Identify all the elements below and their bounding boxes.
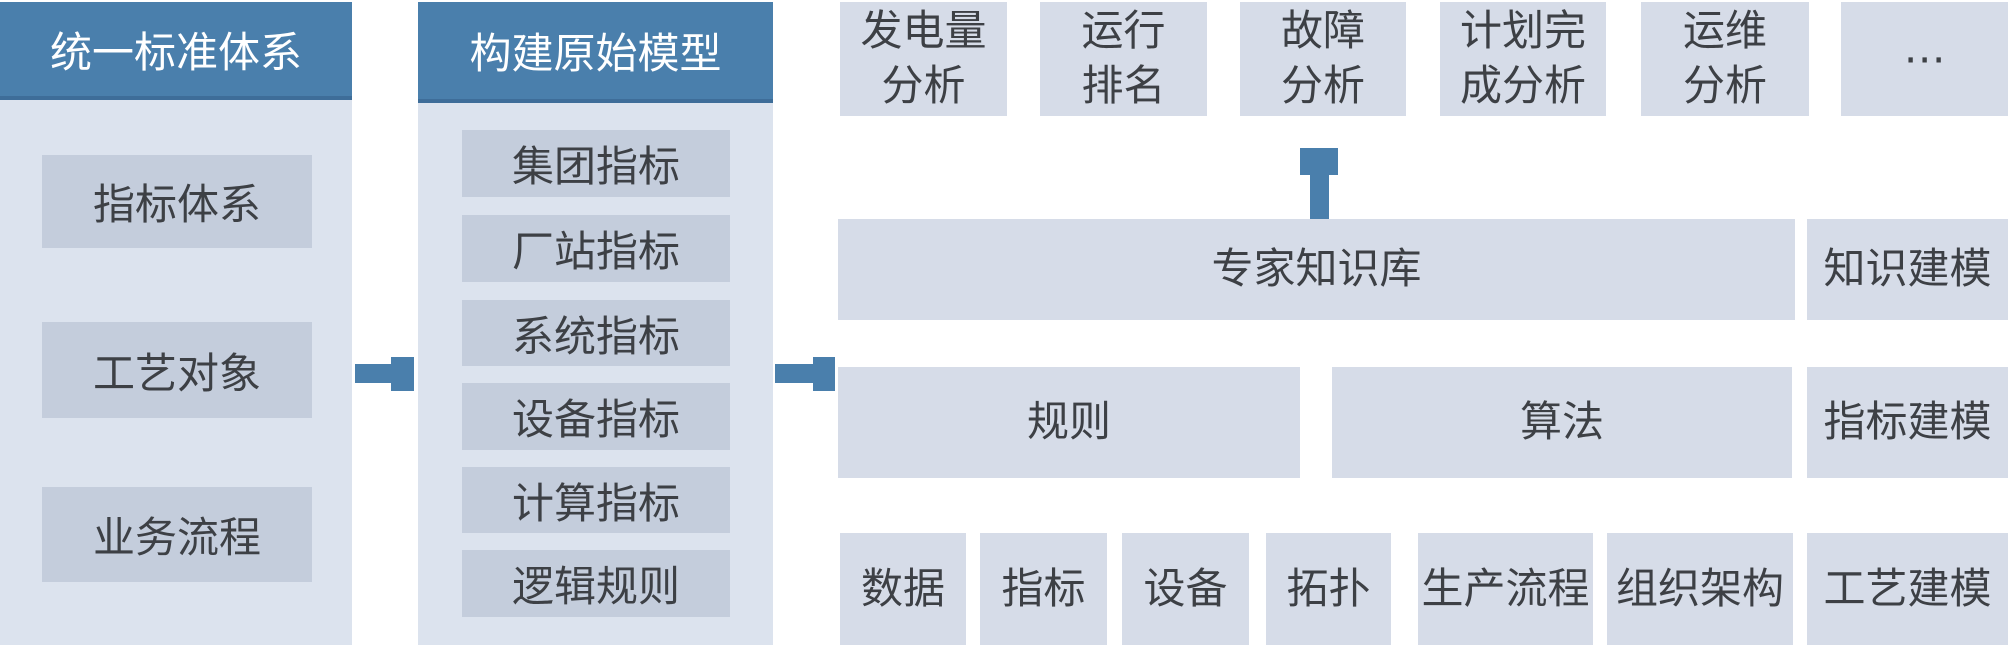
analysis-box-ops-maintenance: 运维 分析	[1641, 2, 1809, 116]
analysis-box-fault: 故障 分析	[1240, 2, 1406, 116]
panel-item-process-object: 工艺对象	[42, 322, 312, 418]
dimension-box-org-structure: 组织架构	[1607, 533, 1793, 645]
process-modeling-box: 工艺建模	[1807, 533, 2008, 645]
dimension-label: 指标	[1001, 563, 1086, 613]
panel-item-plant-indicator: 厂站指标	[462, 215, 730, 282]
process-modeling-label: 工艺建模	[1823, 563, 1992, 613]
analysis-box-operation-ranking: 运行 排名	[1040, 2, 1207, 116]
dimension-label: 数据	[860, 563, 945, 613]
analysis-box-plan-completion: 计划完 成分析	[1440, 2, 1606, 116]
panel-item-label: 逻辑规则	[511, 562, 680, 611]
original-model-header: 构建原始模型	[418, 2, 773, 103]
knowledge-modeling-box: 知识建模	[1807, 219, 2008, 320]
indicator-modeling-label: 指标建模	[1823, 397, 1992, 447]
arrow-head	[1300, 148, 1338, 175]
panel-item-calc-indicator: 计算指标	[462, 467, 730, 533]
analysis-box-label: 故障 分析	[1280, 6, 1365, 110]
panel-item-label: 工艺对象	[92, 348, 261, 398]
arrow-bar	[355, 364, 393, 383]
panel-item-group-indicator: 集团指标	[462, 130, 730, 197]
panel-item-label: 指标体系	[92, 180, 261, 229]
indicator-modeling-box: 指标建模	[1807, 367, 2008, 478]
standard-system-header: 统一标准体系	[0, 2, 352, 100]
dimension-label: 组织架构	[1615, 563, 1784, 613]
panel-item-system-indicator: 系统指标	[462, 300, 730, 366]
analysis-box-label: 运维 分析	[1682, 6, 1767, 110]
algorithm-label: 算法	[1519, 397, 1604, 447]
original-model-title: 构建原始模型	[469, 29, 722, 78]
standard-system-title: 统一标准体系	[49, 27, 302, 77]
panel-item-indicator-system: 指标体系	[42, 155, 312, 248]
arrow-head	[391, 357, 414, 391]
dimension-box-equipment: 设备	[1122, 533, 1249, 645]
arrow-bar	[1310, 173, 1329, 219]
dimension-box-indicator: 指标	[980, 533, 1107, 645]
algorithm-box: 算法	[1332, 367, 1792, 478]
rule-box: 规则	[838, 367, 1300, 478]
panel-item-logic-rule: 逻辑规则	[462, 550, 730, 617]
dimension-label: 拓扑	[1286, 563, 1371, 613]
panel-item-label: 设备指标	[511, 395, 680, 444]
analysis-box-more: ⋯	[1841, 2, 2008, 116]
ellipsis-label: ⋯	[1903, 33, 1946, 83]
panel-item-business-flow: 业务流程	[42, 487, 312, 582]
dimension-box-topology: 拓扑	[1266, 533, 1391, 645]
analysis-box-label: 计划完 成分析	[1459, 6, 1586, 110]
dimension-box-data: 数据	[840, 533, 966, 645]
expert-knowledge-label: 专家知识库	[1211, 244, 1422, 294]
expert-knowledge-box: 专家知识库	[838, 219, 1795, 320]
dimension-box-production-flow: 生产流程	[1418, 533, 1593, 645]
rule-label: 规则	[1026, 397, 1111, 447]
panel-item-label: 集团指标	[511, 142, 680, 191]
panel-item-label: 计算指标	[511, 478, 680, 528]
panel-item-equipment-indicator: 设备指标	[462, 383, 730, 450]
dimension-label: 设备	[1143, 563, 1228, 613]
panel-item-label: 系统指标	[511, 311, 680, 361]
analysis-box-power-generation: 发电量 分析	[840, 2, 1007, 116]
arrow-bar	[775, 364, 813, 383]
arrow-head	[813, 357, 835, 391]
dimension-label: 生产流程	[1421, 563, 1590, 613]
panel-item-label: 业务流程	[92, 513, 261, 562]
analysis-box-label: 发电量 分析	[860, 6, 987, 110]
analysis-box-label: 运行 排名	[1081, 6, 1166, 110]
knowledge-modeling-label: 知识建模	[1823, 244, 1992, 294]
panel-item-label: 厂站指标	[511, 227, 680, 276]
